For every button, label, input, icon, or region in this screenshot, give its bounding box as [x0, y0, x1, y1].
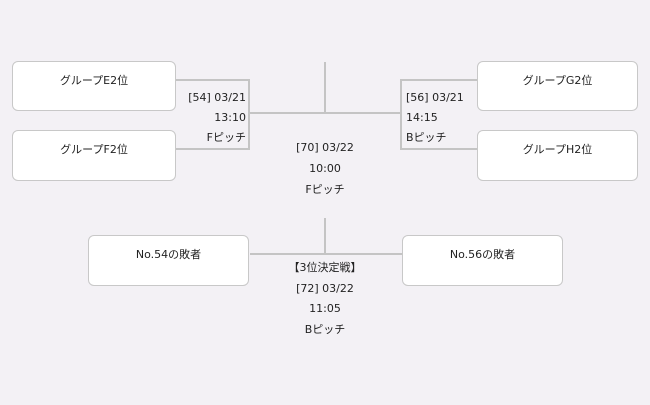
match-time: 11:05: [309, 302, 341, 315]
bracket-line: [400, 79, 477, 81]
match-pitch: Bピッチ: [406, 131, 447, 144]
match-pitch: Fピッチ: [206, 131, 246, 144]
match-54-info: [54] 03/21 13:10 Fピッチ: [160, 88, 246, 148]
match-time: 10:00: [309, 162, 341, 175]
match-56-info: [56] 03/21 14:15 Bピッチ: [406, 88, 492, 148]
team-label: No.56の敗者: [449, 248, 516, 261]
team-box-loser54[interactable]: No.54の敗者: [88, 235, 249, 286]
match-id-date: [70] 03/22: [296, 141, 354, 154]
bracket-line: [324, 218, 326, 254]
match-70-info: [70] 03/22 10:00 Fピッチ: [265, 137, 385, 200]
match-title: 【3位決定戦】: [288, 261, 362, 274]
match-pitch: Bピッチ: [304, 322, 346, 336]
bracket-line: [400, 148, 477, 150]
match-72-info: 【3位決定戦】 [72] 03/22 11:05 Bピッチ: [255, 258, 395, 340]
match-pitch: Fピッチ: [305, 183, 345, 196]
match-time: 14:15: [406, 111, 438, 124]
match-time: 13:10: [214, 111, 246, 124]
team-label: グループH2位: [522, 143, 593, 156]
team-label: グループF2位: [60, 143, 128, 156]
team-label: グループE2位: [59, 74, 129, 87]
bracket-line: [176, 148, 250, 150]
bracket-line: [400, 79, 402, 150]
bracket-line: [176, 79, 250, 81]
bracket-line: [250, 112, 401, 114]
team-box-e2[interactable]: グループE2位: [12, 61, 176, 111]
team-label: グループG2位: [522, 74, 593, 87]
team-box-h2[interactable]: グループH2位: [477, 130, 638, 181]
team-box-loser56[interactable]: No.56の敗者: [402, 235, 563, 286]
match-id-date: [72] 03/22: [296, 281, 354, 295]
team-box-g2[interactable]: グループG2位: [477, 61, 638, 111]
match-id-date: [56] 03/21: [406, 91, 464, 104]
match-id-date: [54] 03/21: [188, 91, 246, 104]
bracket-line: [248, 79, 250, 150]
team-box-f2[interactable]: グループF2位: [12, 130, 176, 181]
bracket-line: [324, 62, 326, 112]
bracket-line: [250, 253, 402, 255]
team-label: No.54の敗者: [135, 248, 202, 261]
